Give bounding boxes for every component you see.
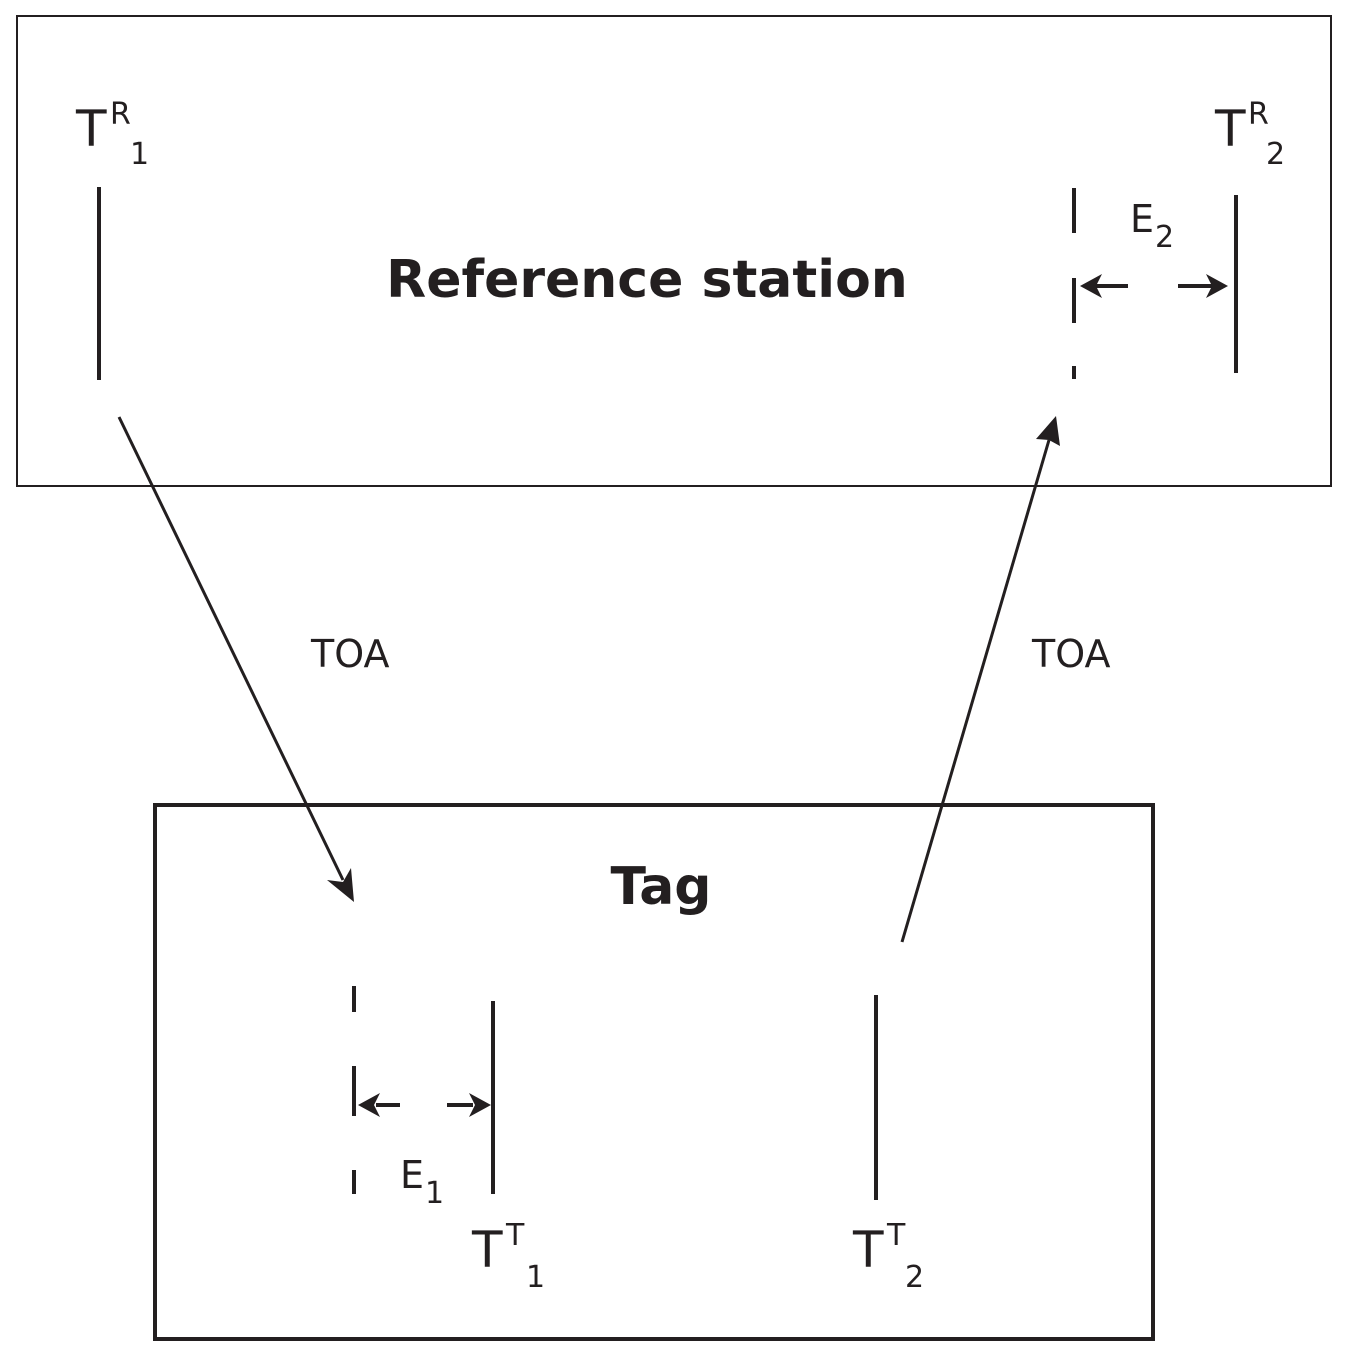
tag-error-main: E [400,1153,424,1197]
reference-station-box: Reference station T R 1 T R 2 E 2 [16,15,1332,487]
tag-t2-sup: T [886,1218,906,1253]
arrowhead-right-icon [469,1093,491,1117]
reference-t1-main: T [75,100,107,158]
arrowhead-up-icon [1036,416,1060,446]
tag-error-label: E 1 [400,1153,444,1211]
tag-error-sub: 1 [425,1176,444,1211]
tag-t2-label: T T 2 [852,1218,924,1295]
reference-t1-label: T R 1 [75,97,149,172]
reference-t1-sup: R [110,97,131,132]
uplink-arrow [900,416,1060,943]
downlink-arrow [117,416,354,902]
reference-error-main: E [1130,197,1154,241]
arrowhead-right-icon [1206,274,1228,298]
tag-title: Tag [610,857,711,917]
reference-t2-sup: R [1248,97,1269,132]
reference-station-title: Reference station [386,250,908,310]
arrowhead-down-icon [327,868,354,902]
tag-box: Tag E 1 T T 1 T T [153,803,1155,1341]
reference-error-sub: 2 [1155,220,1174,255]
reference-t2-sub: 2 [1266,137,1285,172]
tag-t1-sub: 1 [526,1260,545,1295]
uplink-toa-label: TOA [1031,632,1110,676]
tag-t1-main: T [471,1221,503,1279]
arrowhead-left-icon [1080,274,1102,298]
tag-t2-sub: 2 [905,1260,924,1295]
tag-t2-main: T [852,1221,884,1279]
downlink-toa-label: TOA [310,632,389,676]
reference-t2-main: T [1214,100,1246,158]
tag-error-arrows [358,1093,491,1117]
tag-border [153,803,1155,1341]
reference-t2-label: T R 2 [1214,97,1285,172]
reference-t1-sub: 1 [130,137,149,172]
tag-t1-sup: T [505,1218,525,1253]
reference-station-border [16,15,1332,487]
reference-error-arrows [1080,274,1228,298]
tag-t1-label: T T 1 [471,1218,545,1295]
reference-error-label: E 2 [1130,197,1174,255]
arrowhead-left-icon [358,1093,380,1117]
